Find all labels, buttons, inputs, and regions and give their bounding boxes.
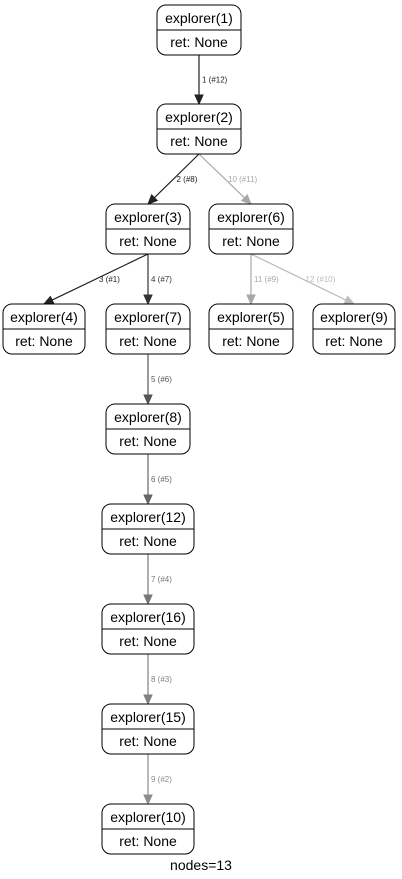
edge-6-5: 11 (#9) (246, 254, 279, 306)
edge-arrowhead-icon (343, 295, 356, 305)
tree-node-3: explorer(3) ret: None (105, 203, 191, 255)
tree-node-1: explorer(1) ret: None (156, 4, 242, 56)
node-return-value: ret: None (119, 233, 177, 249)
edge-3-4: 3 (#1) (42, 253, 149, 305)
edge-arrowhead-icon (143, 394, 153, 406)
node-title: explorer(1) (165, 10, 233, 26)
tree-node-9: explorer(9) ret: None (312, 303, 396, 355)
edge-arrowhead-icon (143, 494, 153, 506)
edge-label: 5 (#6) (151, 375, 172, 384)
tree-node-8: explorer(8) ret: None (105, 403, 191, 455)
node-title: explorer(5) (217, 309, 285, 325)
edge-7-8: 5 (#6) (143, 354, 172, 406)
node-return-value: ret: None (119, 733, 177, 749)
tree-node-6: explorer(6) ret: None (208, 203, 294, 255)
edge-line (198, 153, 245, 199)
edge-line (154, 153, 200, 199)
tree-node-12: explorer(12) ret: None (101, 503, 195, 555)
node-return-value: ret: None (119, 433, 177, 449)
node-title: explorer(12) (110, 509, 185, 525)
edge-arrowhead-icon (240, 193, 252, 205)
node-return-value: ret: None (170, 34, 228, 50)
node-return-value: ret: None (119, 333, 177, 349)
node-title: explorer(15) (110, 709, 185, 725)
edge-label: 7 (#4) (151, 575, 172, 584)
node-title: explorer(16) (110, 609, 185, 625)
edge-arrowhead-icon (147, 193, 159, 205)
tree-node-15: explorer(15) ret: None (101, 703, 195, 755)
edge-label: 6 (#5) (151, 475, 172, 484)
node-title: explorer(2) (165, 109, 233, 125)
edge-12-16: 7 (#4) (143, 554, 172, 606)
node-title: explorer(4) (10, 309, 78, 325)
node-return-value: ret: None (15, 333, 73, 349)
node-return-value: ret: None (170, 133, 228, 149)
edge-label: 10 (#11) (228, 175, 258, 184)
edge-label: 2 (#8) (177, 175, 198, 184)
edge-15-10: 9 (#2) (143, 754, 172, 806)
edge-label: 9 (#2) (151, 775, 172, 784)
tree-node-10: explorer(10) ret: None (101, 803, 195, 855)
edge-label: 12 (#10) (306, 275, 336, 284)
node-title: explorer(10) (110, 809, 185, 825)
edge-label: 4 (#7) (151, 275, 172, 284)
edge-arrowhead-icon (42, 295, 55, 305)
node-return-value: ret: None (119, 533, 177, 549)
node-count-label: nodes=13 (170, 857, 232, 873)
edge-label: 11 (#9) (254, 275, 279, 284)
edge-line (51, 253, 149, 301)
tree-node-2: explorer(2) ret: None (156, 103, 242, 155)
tree-node-5: explorer(5) ret: None (208, 303, 294, 355)
edge-arrowhead-icon (143, 294, 153, 306)
edge-arrowhead-icon (194, 94, 204, 106)
edge-label: 1 (#12) (202, 76, 228, 85)
edge-arrowhead-icon (143, 694, 153, 706)
edge-6-9: 12 (#10) (250, 253, 356, 305)
node-return-value: ret: None (222, 233, 280, 249)
edge-1-2: 1 (#12) (194, 55, 228, 106)
tree-node-16: explorer(16) ret: None (101, 603, 195, 655)
edge-16-15: 8 (#3) (143, 654, 172, 706)
edge-2-3: 2 (#8) (147, 153, 200, 205)
edge-3-7: 4 (#7) (143, 254, 172, 306)
node-title: explorer(8) (114, 409, 182, 425)
edge-line (250, 253, 347, 301)
tree-node-7: explorer(7) ret: None (105, 303, 191, 355)
edge-arrowhead-icon (246, 294, 256, 306)
node-return-value: ret: None (325, 333, 383, 349)
node-return-value: ret: None (119, 633, 177, 649)
edge-arrowhead-icon (143, 794, 153, 806)
edge-arrowhead-icon (143, 594, 153, 606)
node-return-value: ret: None (119, 833, 177, 849)
node-title: explorer(7) (114, 309, 182, 325)
edge-2-6: 10 (#11) (198, 153, 258, 205)
edge-label: 8 (#3) (151, 675, 172, 684)
node-title: explorer(6) (217, 209, 285, 225)
tree-node-4: explorer(4) ret: None (2, 303, 86, 355)
edge-8-12: 6 (#5) (143, 454, 172, 506)
node-title: explorer(3) (114, 209, 182, 225)
edge-label: 3 (#1) (99, 275, 120, 284)
node-return-value: ret: None (222, 333, 280, 349)
node-title: explorer(9) (320, 309, 388, 325)
